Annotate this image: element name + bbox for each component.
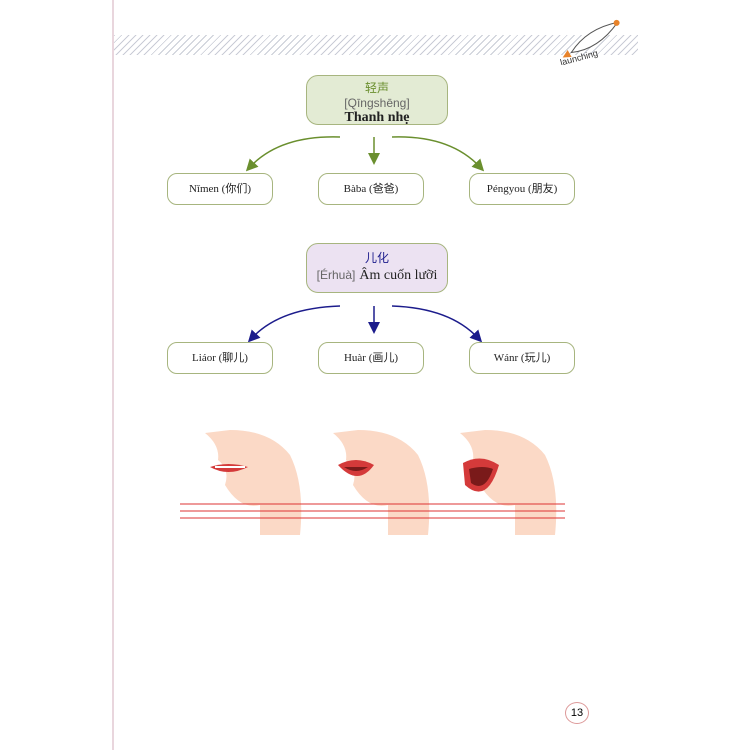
page-margin-line (112, 0, 114, 750)
erhua-chinese: 儿化 (364, 251, 389, 265)
example-box: Liáor (聊儿) (167, 342, 273, 374)
face-open-mouth (460, 430, 557, 535)
erhua-pinyin: [Érhuà] (316, 268, 356, 282)
example-box: Huàr (画儿) (318, 342, 424, 374)
erhua-arrows (247, 305, 483, 343)
face-half-open-mouth (333, 430, 430, 535)
example-box: Nǐmen (你们) (167, 173, 273, 205)
light-tone-heading-box: 轻声 [Qīngshēng] Thanh nhẹ (306, 75, 448, 125)
rocket-icon: launching (548, 15, 638, 70)
header-hatch-band (114, 35, 638, 55)
light-tone-chinese: 轻声 (364, 81, 389, 95)
erhua-vietnamese: Âm cuốn lưỡi (359, 268, 438, 283)
face-closed-mouth (205, 430, 302, 535)
light-tone-arrows (245, 136, 485, 172)
light-tone-vietnamese: Thanh nhẹ (344, 110, 410, 125)
page-number: 13 (565, 702, 589, 724)
light-tone-pinyin: [Qīngshēng] (344, 96, 410, 110)
mouth-illustrations (180, 430, 565, 535)
example-box: Bàba (爸爸) (318, 173, 424, 205)
example-box: Wánr (玩儿) (469, 342, 575, 374)
erhua-heading-box: 儿化 [Érhuà] Âm cuốn lưỡi (306, 243, 448, 293)
example-box: Péngyou (朋友) (469, 173, 575, 205)
